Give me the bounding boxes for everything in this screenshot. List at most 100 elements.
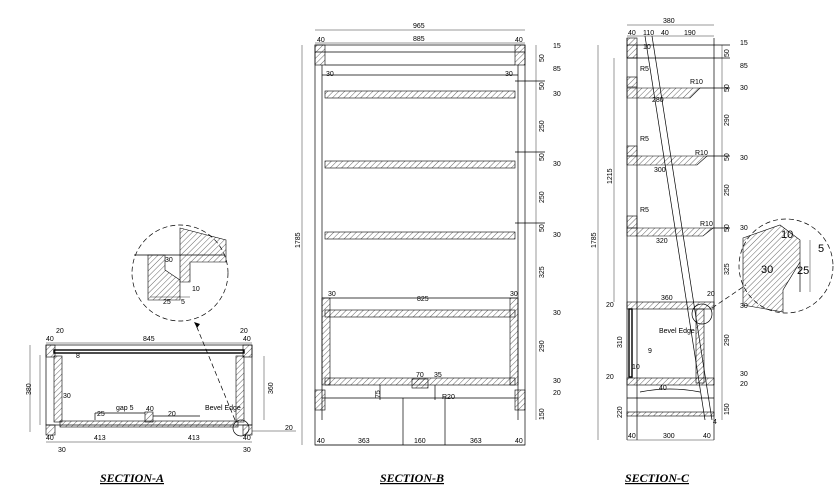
bottom-right-post (514, 389, 526, 411)
c-w280: 280 (652, 97, 664, 104)
c-foot-40a: 40 (628, 433, 636, 440)
dim-top-small-left: 20 (56, 328, 64, 335)
dim-shelf-50-b: 50 (539, 153, 546, 161)
right-post-top (242, 344, 253, 358)
detail-a-content: 30 10 25 5 (134, 227, 227, 306)
left-post-bottom (45, 424, 56, 436)
top-back-panel (53, 349, 245, 354)
c-base-rail (626, 411, 715, 417)
c-span-325: 325 (724, 263, 731, 275)
dim-shelf-30-d: 30 (553, 310, 561, 317)
top-right-post (514, 44, 526, 66)
bottom-left-post (314, 389, 326, 411)
dim-side-20: 20 (285, 425, 293, 432)
dim-shelf-30-c: 30 (553, 232, 561, 239)
c-w300-bottom: 300 (663, 433, 675, 440)
c-h1215: 1215 (607, 168, 614, 184)
c-span-290-b: 290 (724, 334, 731, 346)
drawer-right-side (509, 297, 519, 386)
c-span-290-a: 290 (724, 114, 731, 126)
c-angle: 4 (713, 419, 717, 426)
dim-top-small-right: 20 (240, 328, 248, 335)
dim-foot-left: 40 (317, 438, 325, 445)
c-bevel-label: Bevel Edge (659, 328, 695, 335)
shelf-1 (324, 90, 516, 99)
dim-corner-30-right: 30 (505, 71, 513, 78)
c-drawer-bottom (626, 377, 715, 386)
shelf-c-2: R5 R10 300 (626, 136, 730, 174)
detail-bubble-c (738, 218, 834, 314)
dim-piece-25: 25 (97, 411, 105, 418)
dim-gap: gap 5 (116, 405, 134, 412)
dim-span-290: 290 (539, 340, 546, 352)
c-r15: 15 (740, 40, 748, 47)
dim-right-post: 40 (243, 336, 251, 343)
dim-bottom-363-right: 363 (470, 438, 482, 445)
c-h1785: 1785 (591, 232, 598, 248)
section-a: 845 40 40 20 20 8 30 25 gap 5 40 20 380 … (26, 224, 296, 485)
detail-c-content: 10 5 30 25 (742, 224, 824, 313)
dim-back-thickness: 30 (63, 393, 71, 400)
dim-overall-depth: 380 (663, 18, 675, 25)
detail-c-25: 25 (797, 265, 809, 277)
c-bevel-marker (691, 303, 713, 325)
center-block (411, 378, 429, 389)
shelf-2 (324, 160, 516, 169)
bevel-label-text: Bevel Edge (205, 405, 241, 412)
dim-span-250-b: 250 (539, 191, 546, 203)
dim-r20: R20 (442, 394, 455, 401)
dim-block-70: 70 (416, 372, 424, 379)
c-w300: 300 (654, 167, 666, 174)
detail-a-30: 30 (165, 257, 173, 264)
c-r10-b: R10 (695, 150, 708, 157)
drawer-left-side (321, 297, 331, 386)
dim-lower-corner-right: 30 (510, 291, 518, 298)
dim-piece-40: 40 (146, 406, 154, 413)
dim-span-250-a: 250 (539, 120, 546, 132)
c-20-b: 20 (707, 291, 715, 298)
dim-overall-width: 965 (413, 23, 425, 30)
c-r50: 50 (724, 49, 731, 57)
dim-bottom-160: 160 (414, 438, 426, 445)
dim-left-post: 40 (46, 336, 54, 343)
c-w360: 360 (661, 295, 673, 302)
c-r5-a: R5 (640, 66, 649, 73)
c-lower-shelf (626, 301, 715, 310)
dim-bottom-363-left: 363 (358, 438, 370, 445)
dim-block-75: 75 (375, 390, 382, 398)
dim-bottom-40a: 40 (46, 435, 54, 442)
c-30-e: 30 (740, 371, 748, 378)
section-b-title: SECTION-B (380, 471, 444, 485)
c-20-c: 20 (606, 374, 614, 381)
c-30-a: 30 (740, 85, 748, 92)
dim-shelf-30-b: 30 (553, 161, 561, 168)
bevel-label: Bevel Edge (205, 405, 241, 412)
dim-drawer-width: 825 (417, 296, 429, 303)
dim-post-right: 40 (515, 37, 523, 44)
c-r85: 85 (740, 63, 748, 70)
c-30-d: 30 (740, 303, 748, 310)
dim-c-110: 110 (643, 30, 654, 37)
center-divider (144, 411, 154, 423)
c-d9: 9 (648, 348, 652, 355)
dim-c-190: 190 (684, 30, 696, 37)
detail-c-5: 5 (818, 243, 824, 255)
dim-height-inner: 360 (268, 382, 275, 394)
section-a-title: SECTION-A (100, 471, 164, 485)
c-r10-a: R10 (690, 79, 703, 86)
c-drawer-front (628, 308, 633, 378)
dim-c-40b: 40 (661, 30, 669, 37)
c-h220: 220 (617, 406, 624, 418)
c-top-post (626, 37, 638, 59)
dim-total-height: 1785 (295, 232, 302, 248)
dim-bottom-30a: 30 (58, 447, 66, 454)
c-20-d: 20 (740, 381, 748, 388)
detail-a-25: 25 (163, 299, 171, 306)
right-side-panel (235, 355, 245, 423)
c-30-b: 30 (740, 155, 748, 162)
c-r5-c: R5 (640, 207, 649, 214)
detail-a-5: 5 (181, 299, 185, 306)
c-span-250: 250 (724, 184, 731, 196)
dim-foot-right: 40 (515, 438, 523, 445)
